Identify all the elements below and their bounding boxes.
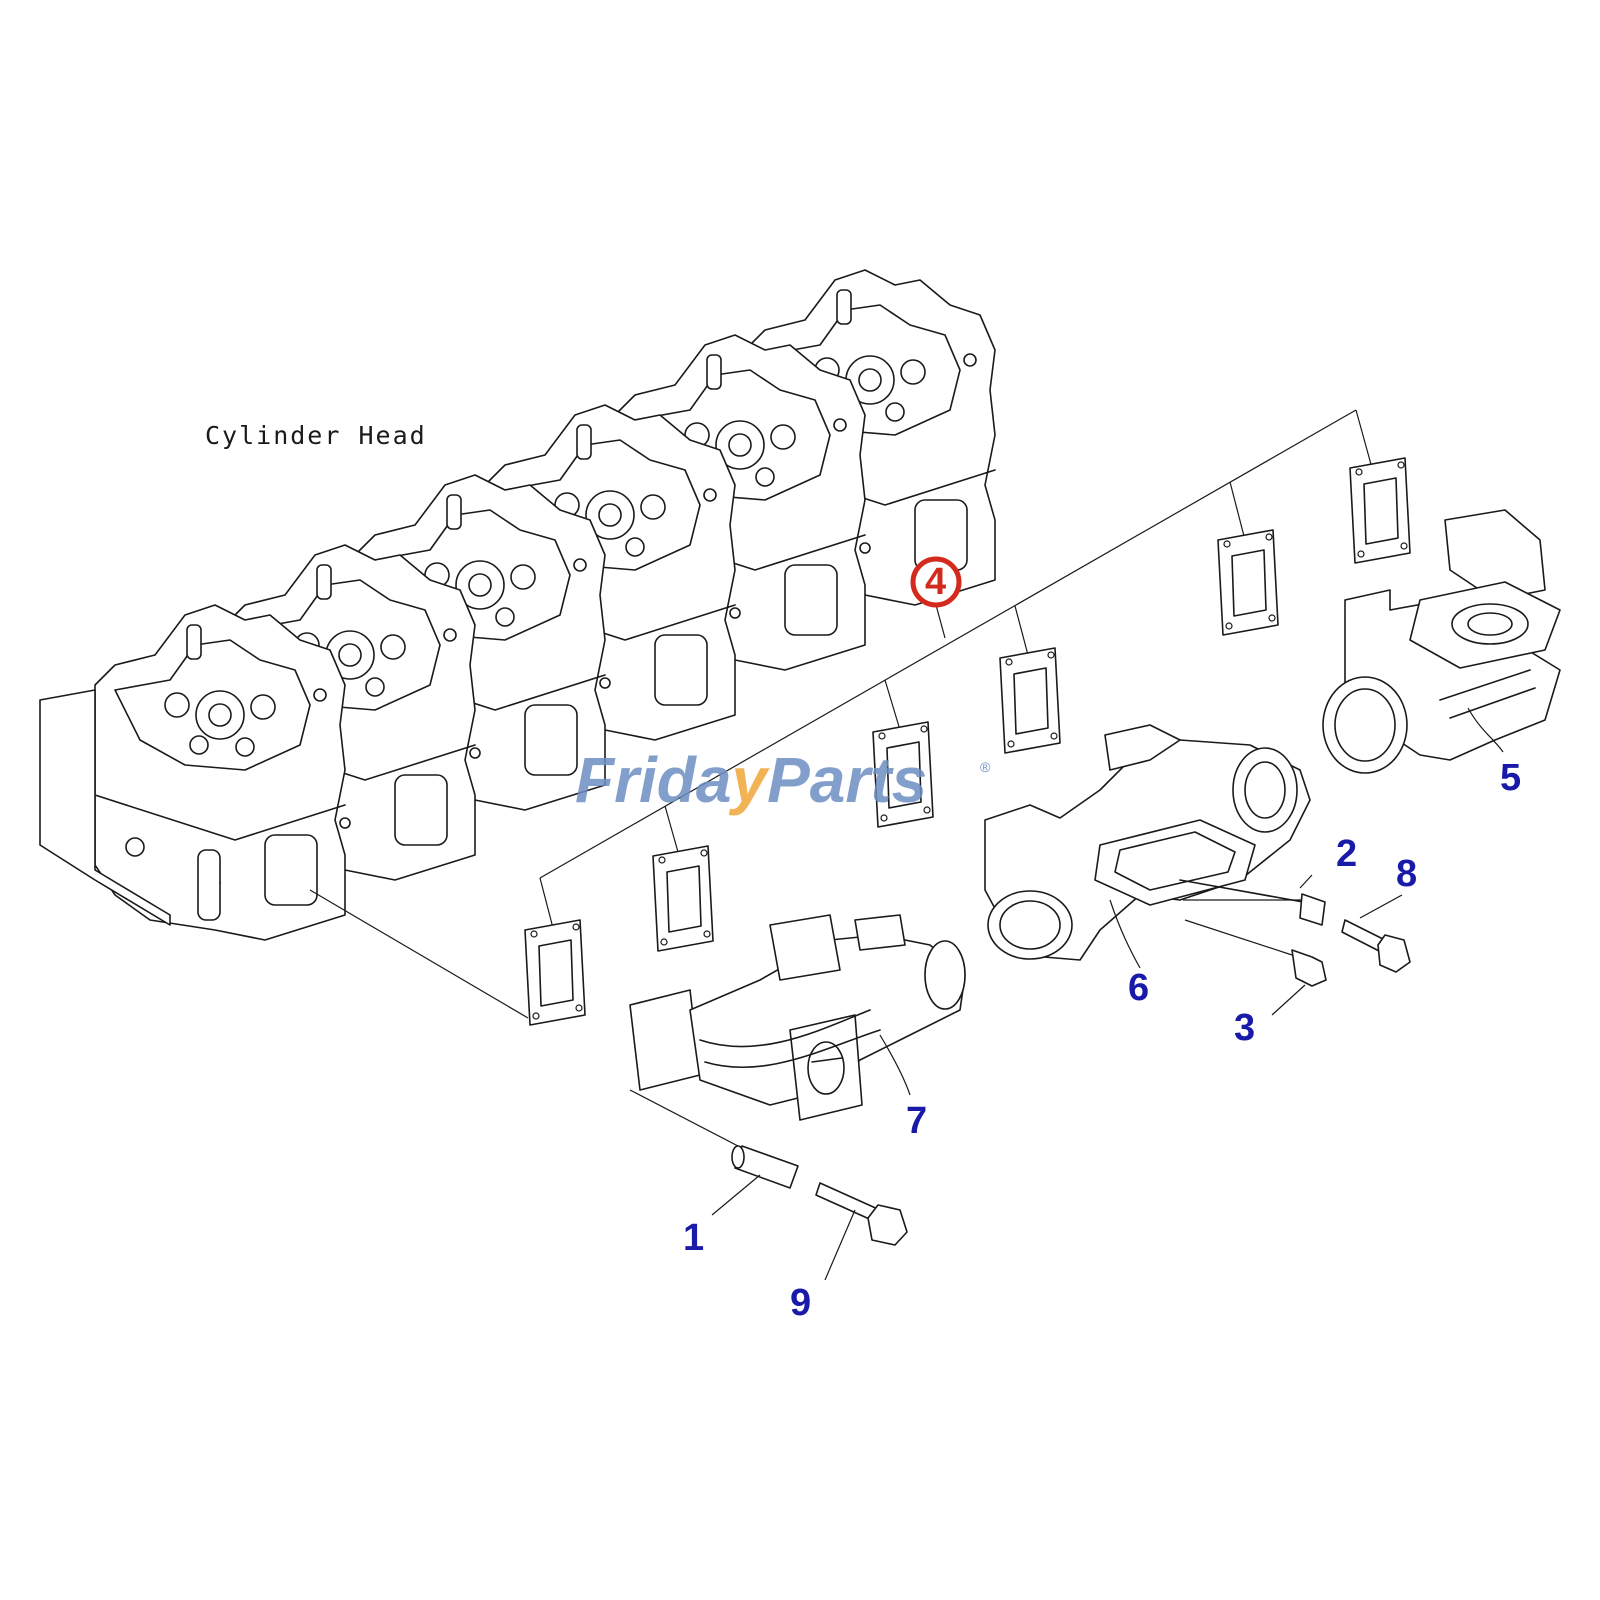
middle-exhaust-manifold	[984, 724, 1321, 961]
watermark-registered-mark: ®	[980, 759, 991, 775]
callout-8[interactable]: 8	[1396, 853, 1417, 895]
head-to-gasket-leader	[309, 889, 529, 1019]
gasket-bracket-lines	[539, 409, 1373, 929]
cylinder-head-assembly	[39, 269, 996, 941]
callout-9[interactable]: 9	[790, 1282, 811, 1324]
front-exhaust-manifold	[629, 914, 966, 1121]
callout-1[interactable]: 1	[683, 1217, 704, 1259]
exhaust-gasket	[1349, 457, 1411, 564]
part-1-sleeve	[734, 1145, 799, 1189]
callout-2[interactable]: 2	[1336, 833, 1357, 875]
head-end-plate	[39, 689, 171, 926]
callout-6[interactable]: 6	[1128, 967, 1149, 1009]
exhaust-gasket	[524, 919, 586, 1026]
callout-4-highlight-ring	[910, 556, 962, 608]
part-3-bolt	[1291, 949, 1327, 987]
callout-3[interactable]: 3	[1234, 1007, 1255, 1049]
exhaust-gasket	[1217, 529, 1279, 636]
callout-leader-lines	[711, 707, 1504, 1281]
watermark-part3: y	[728, 744, 770, 816]
part-2-nut	[1299, 893, 1326, 926]
bolt-and-sleeve-parts	[629, 893, 1411, 1246]
exhaust-gasket	[652, 845, 714, 952]
rear-exhaust-manifold	[1322, 509, 1561, 774]
callout-4[interactable]: 4	[925, 561, 946, 603]
watermark-part1: Frid	[575, 744, 698, 816]
callout-7[interactable]: 7	[906, 1100, 927, 1142]
watermark-part4: Parts	[767, 744, 927, 816]
head-end-sleeve	[197, 849, 221, 921]
exhaust-gasket	[999, 647, 1061, 754]
callout-5[interactable]: 5	[1500, 757, 1521, 799]
cylinder-head-caption: Cylinder Head	[205, 421, 427, 450]
watermark-logo: FridayParts	[575, 744, 927, 816]
watermark-part2: a	[696, 744, 732, 816]
